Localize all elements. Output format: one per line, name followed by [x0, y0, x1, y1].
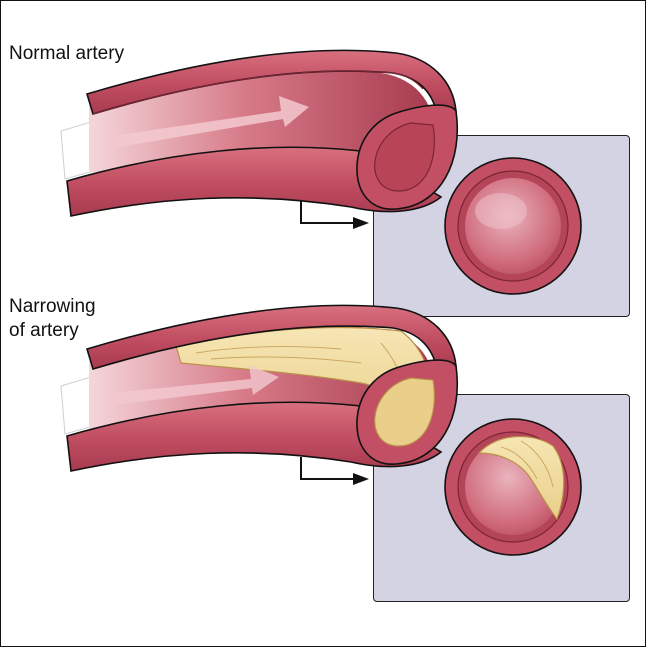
flow-arrow-icon [111, 365, 279, 405]
callout-arrow-icon [300, 201, 369, 229]
narrowing-label-line1: Narrowing [9, 296, 96, 317]
narrowed-artery [60, 304, 458, 472]
narrowed-cross-section [444, 418, 582, 556]
normal-cross-section [444, 157, 582, 295]
normal-artery-label: Normal artery [9, 43, 125, 64]
narrowing-label-line2: of artery [9, 320, 79, 341]
callout-arrow-icon [300, 457, 369, 485]
flow-arrow-icon [111, 96, 309, 148]
normal-artery [60, 49, 458, 217]
